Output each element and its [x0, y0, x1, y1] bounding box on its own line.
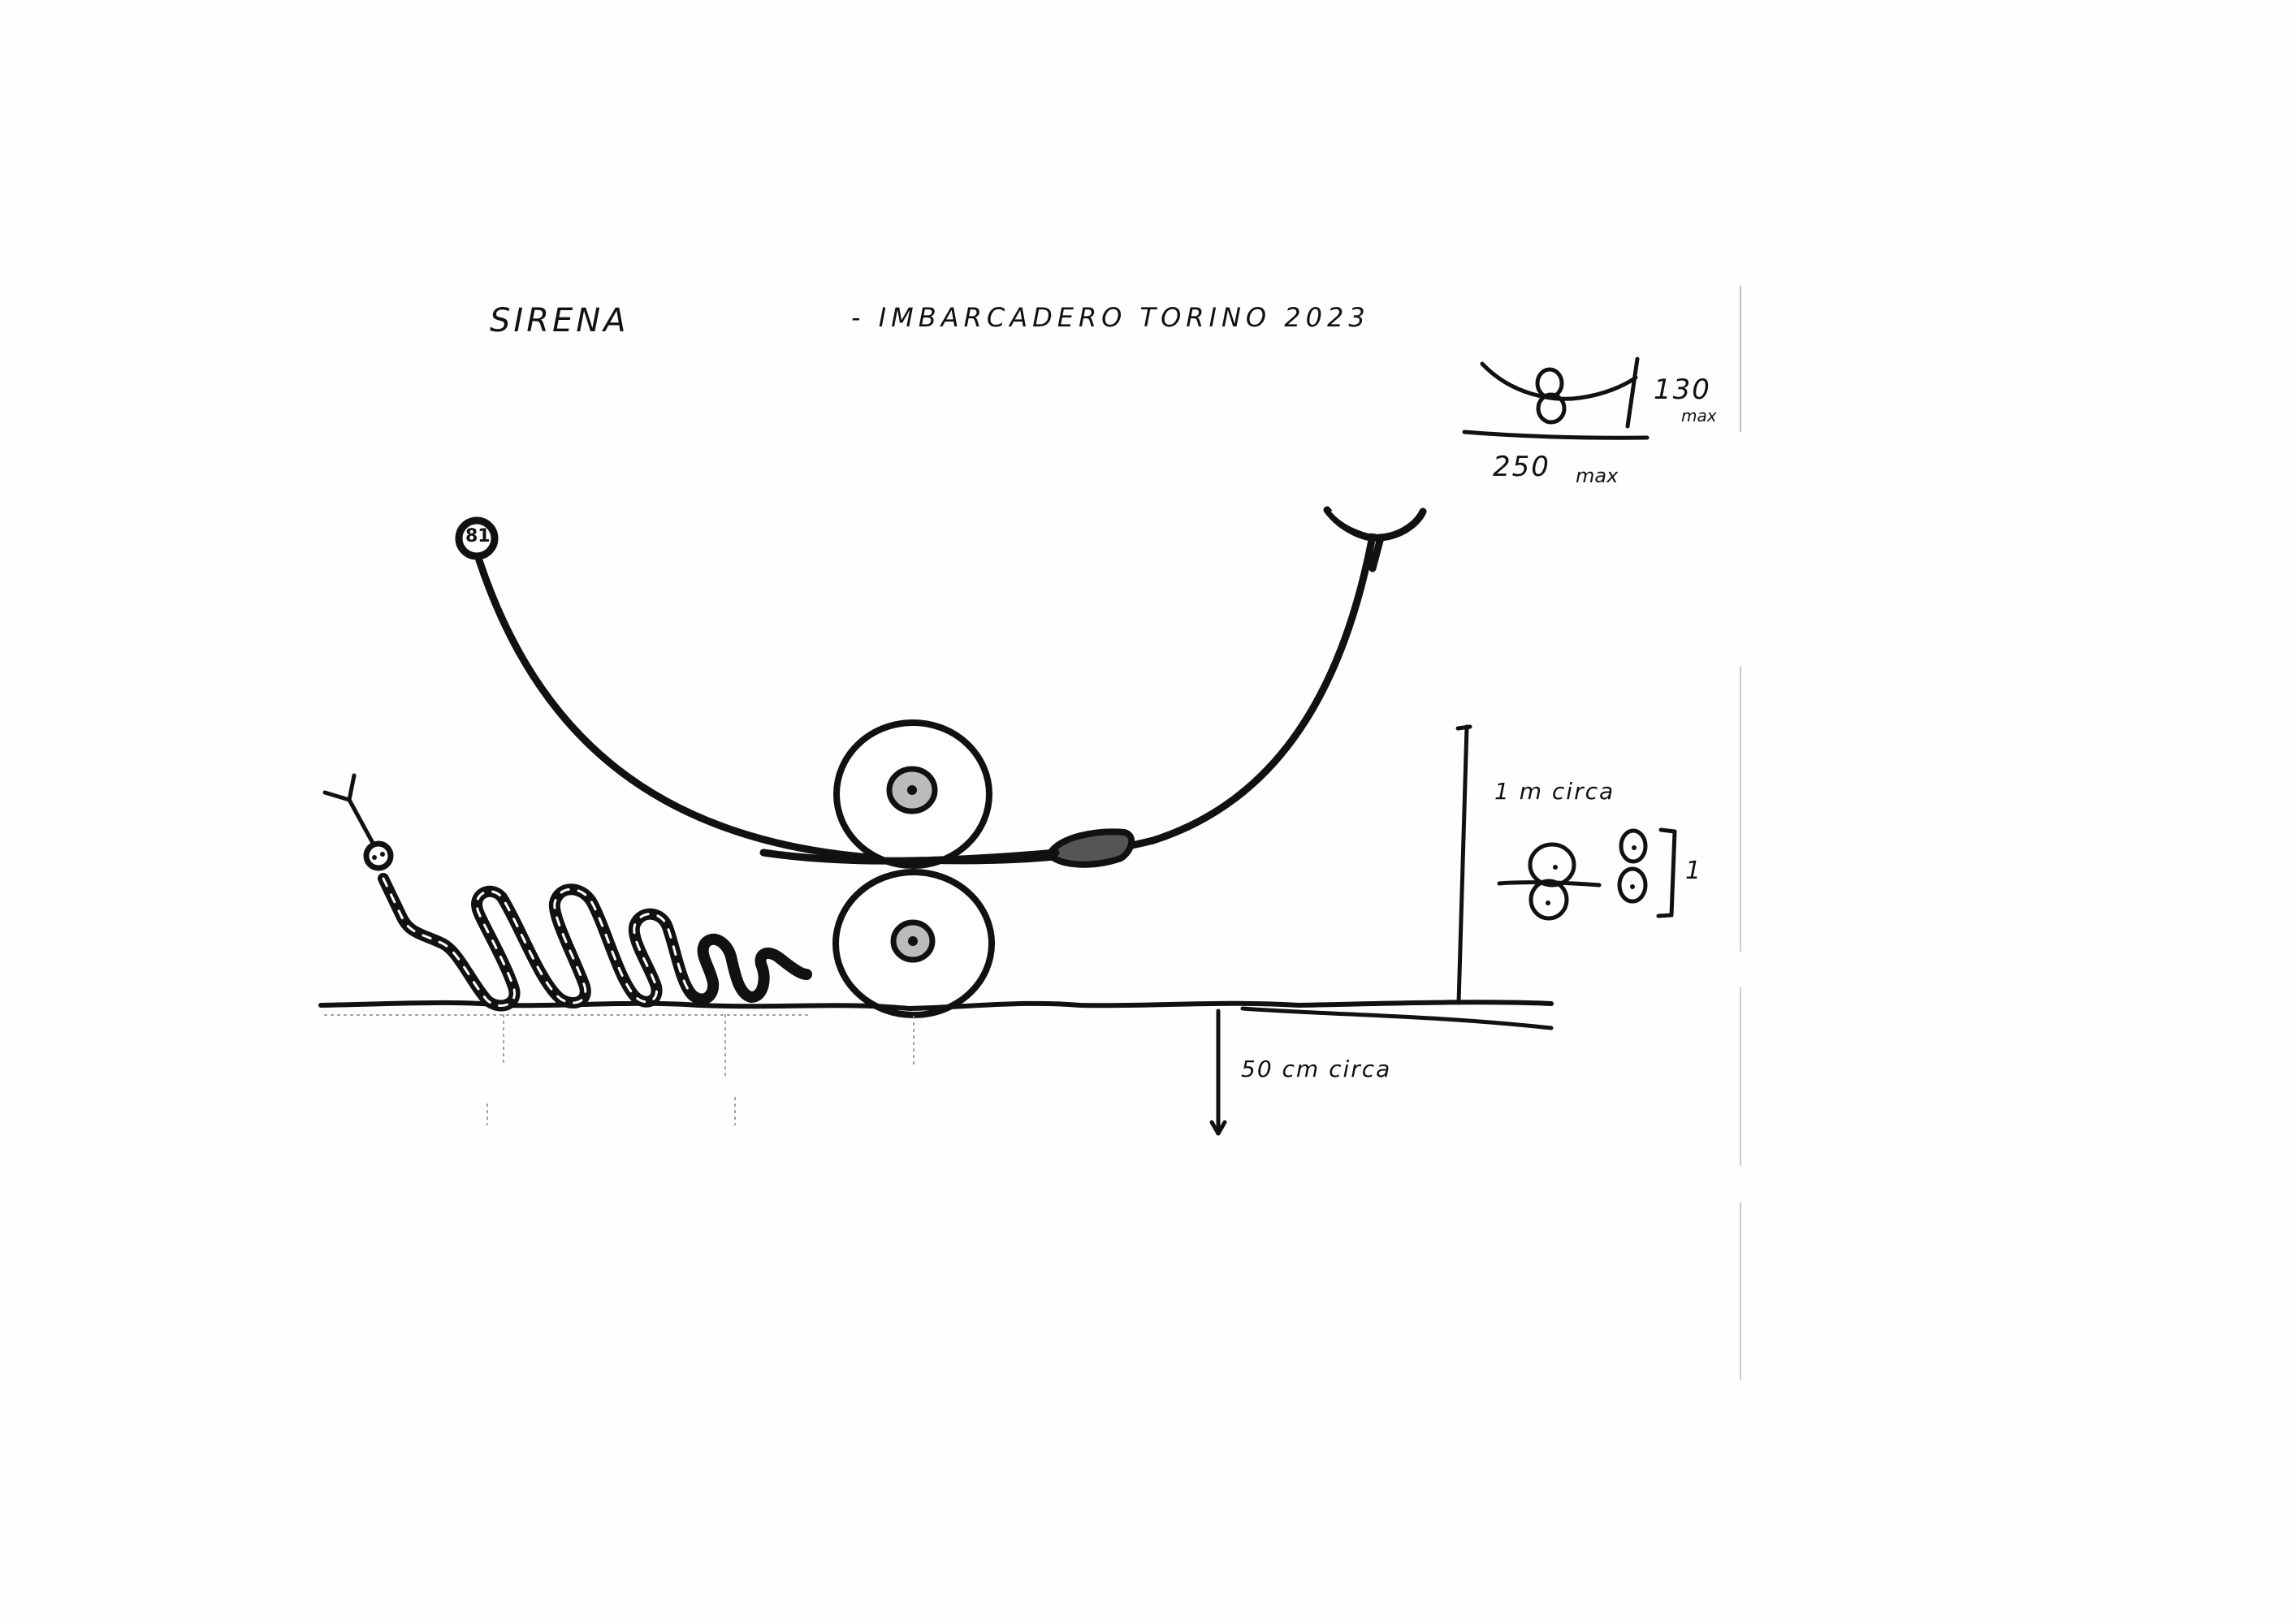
badge-number-text: 81 [465, 526, 491, 546]
scan-edge-top [1740, 286, 1741, 432]
badge-81-icon [455, 516, 499, 560]
size-height-unit: max [1681, 406, 1717, 425]
sheet-title: SIRENA [490, 302, 629, 339]
sheet-subtitle: - IMBARCADERO TORINO 2023 [851, 302, 1370, 333]
ground-shading [324, 1014, 915, 1125]
depth-label: 50 cm circa [1241, 1056, 1392, 1082]
lower-roller-icon [832, 869, 995, 1018]
inset-size-sketch [1462, 356, 1650, 440]
snake-icon [322, 773, 812, 1012]
scan-edge-bottom [1740, 666, 1741, 1380]
inset-roller-sketch [1497, 827, 1677, 921]
height-label: 1 m circa [1494, 778, 1615, 805]
size-width-value: 250 [1493, 451, 1550, 483]
depth-arrow-icon [1209, 1009, 1227, 1136]
upper-roller-icon [833, 719, 992, 869]
height-dimension [1455, 724, 1472, 1005]
pod-icon [1046, 828, 1135, 868]
size-width-unit: max [1576, 464, 1619, 487]
crescent-terminal-icon [1323, 506, 1427, 572]
size-height-value: 130 [1654, 374, 1711, 406]
inset-dimension-label: 1 [1685, 857, 1703, 885]
